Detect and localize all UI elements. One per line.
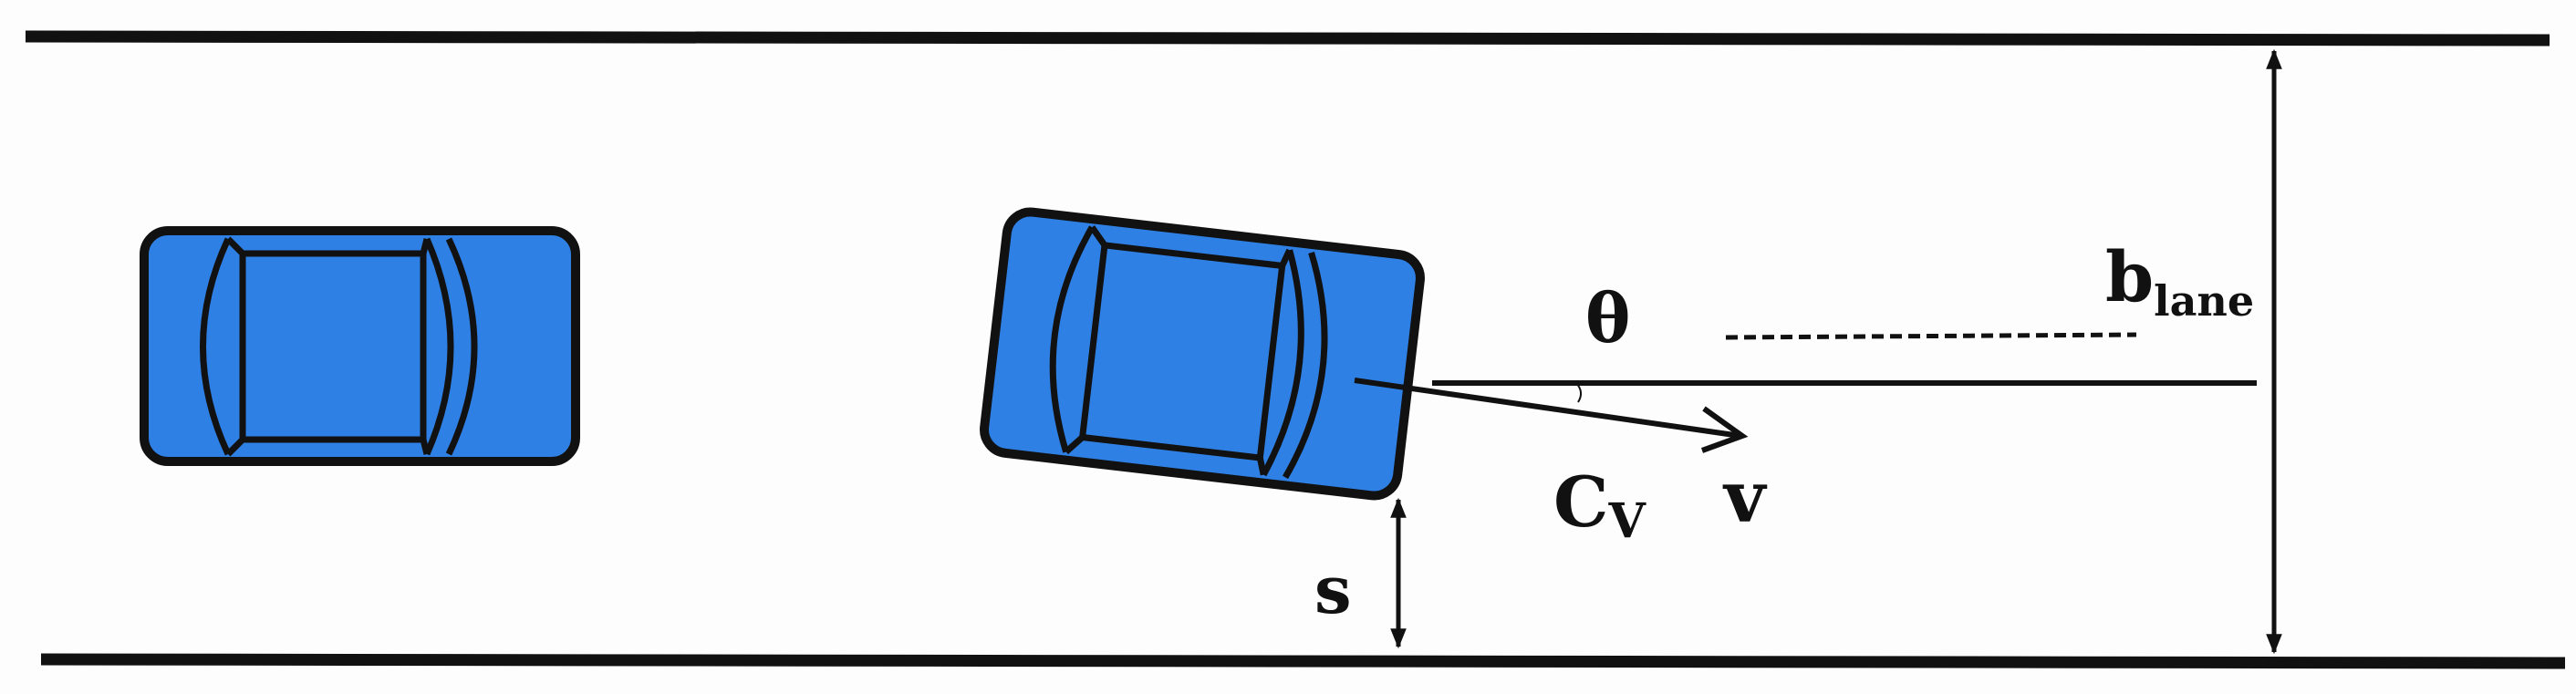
car-body bbox=[140, 226, 580, 466]
car-cabin bbox=[1078, 242, 1286, 461]
dashed-guide-line bbox=[1725, 332, 2137, 340]
bottom-lane-boundary bbox=[40, 653, 2566, 669]
theta-label: θ bbox=[1585, 280, 1630, 358]
windshield-front bbox=[423, 237, 454, 456]
car-body bbox=[980, 207, 1425, 501]
windshield-front bbox=[1261, 249, 1304, 477]
rear-window bbox=[200, 237, 232, 456]
velocity-vector bbox=[1354, 378, 1741, 439]
cv-main: C bbox=[1553, 461, 1609, 543]
cv-label: CV bbox=[1553, 461, 1647, 549]
car-cabin bbox=[239, 250, 427, 443]
theta-angle-arc bbox=[1575, 382, 1582, 403]
leading-car bbox=[140, 226, 580, 466]
v-label: v bbox=[1722, 456, 1768, 539]
top-lane-boundary bbox=[25, 30, 2550, 47]
cv-subscript: V bbox=[1608, 493, 1647, 549]
b-lane-main: b bbox=[2105, 236, 2154, 317]
rear-window bbox=[1049, 225, 1096, 453]
ego-car bbox=[980, 207, 1425, 501]
s-label: s bbox=[1314, 551, 1352, 628]
windshield-outer bbox=[445, 237, 478, 456]
b-lane-subscript: lane bbox=[2154, 276, 2254, 326]
b-lane-label: blane bbox=[2105, 236, 2254, 326]
velocity-arrowhead bbox=[1700, 406, 1749, 453]
windshield-outer bbox=[1283, 251, 1328, 480]
